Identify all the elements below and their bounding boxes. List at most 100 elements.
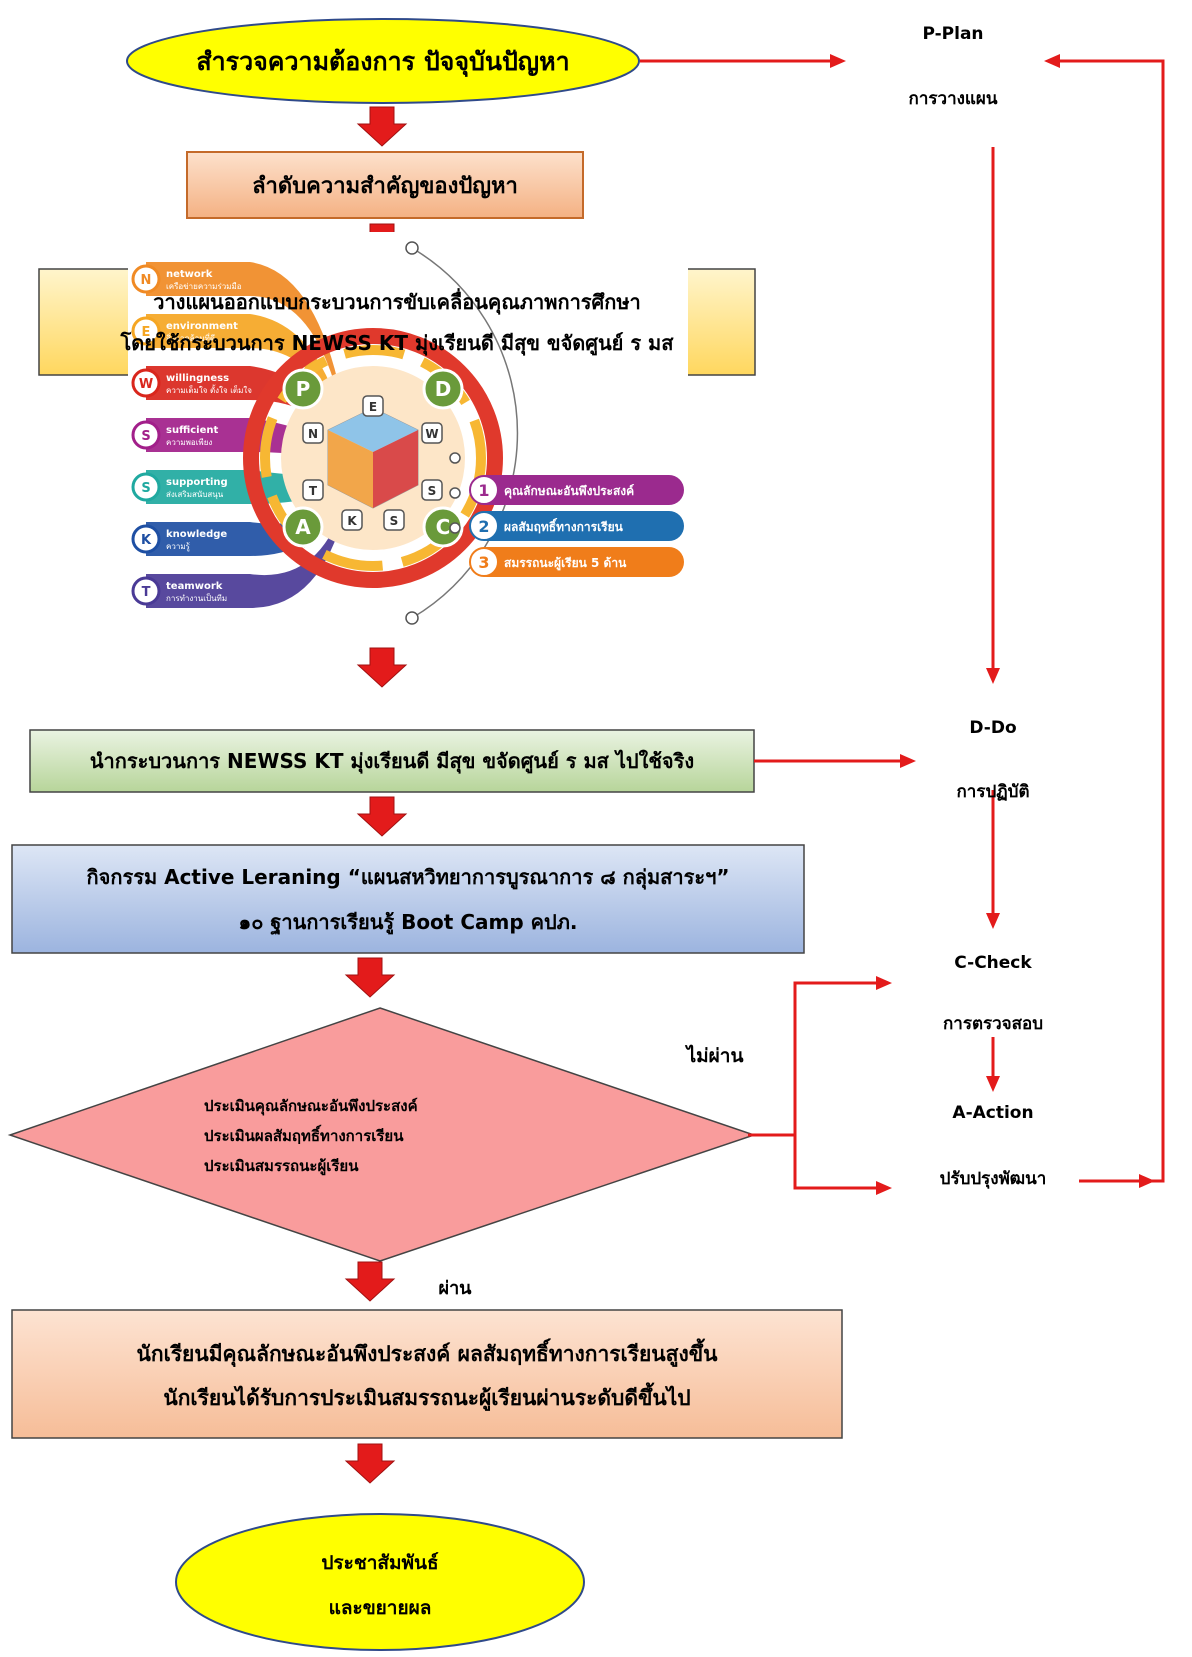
svg-text:P: P xyxy=(296,377,311,401)
cycle-letter-badge: D xyxy=(422,368,464,410)
implement-text: นำกระบวนการ NEWSS KT มุ่งเรียนดี มีสุข ข… xyxy=(90,749,694,775)
decision-text-line2: ประเมินผลสัมฤทธิ์ทางการเรียน xyxy=(204,1124,404,1145)
end-text-line1: ประชาสัมพันธ์ xyxy=(321,1552,438,1574)
cycle-letter-badge: C xyxy=(422,506,464,548)
svg-text:1: 1 xyxy=(478,481,489,500)
activity-text-line1: กิจกรรม Active Leraning “แผนสหวิทยาการบู… xyxy=(87,865,730,891)
inner-letters: N E W S S K T xyxy=(302,395,443,531)
inner-letter-badge: E xyxy=(362,395,384,417)
down-arrow-5 xyxy=(356,796,408,837)
model-left-letter: S xyxy=(141,481,150,496)
model-left-thai: สิ่งแวดล้อมที่ดี xyxy=(166,332,215,343)
down-arrow-4 xyxy=(356,647,408,688)
svg-text:3: 3 xyxy=(478,553,489,572)
down-arrow-8 xyxy=(344,1443,396,1484)
model-left-thai: การทำงานเป็นทีม xyxy=(166,593,227,603)
model-left-letter: W xyxy=(139,377,153,392)
model-left-word: sufficient xyxy=(166,425,218,436)
pdca-check-code: C-Check xyxy=(954,953,1032,973)
priority-box xyxy=(186,151,584,219)
right-pills: 1 คุณลักษณะอันพึงประสงค์ 2 ผลสัมฤทธิ์ทางการ… xyxy=(469,475,684,577)
fail-label: ไม่ผ่าน xyxy=(685,1044,744,1067)
pass-label: ผ่าน xyxy=(439,1278,473,1299)
pdca-check-thai: การตรวจสอบ xyxy=(943,1014,1043,1034)
priority-text: ลำดับความสำคัญของปัญหา xyxy=(252,174,518,199)
inner-letter-badge: S xyxy=(421,479,443,501)
action-to-plan-loop xyxy=(1079,59,1165,1183)
model-left-letter: N xyxy=(141,273,152,288)
decision-text-line1: ประเมินคุณลักษณะอันพึงประสงค์ xyxy=(204,1097,418,1116)
activity-text-line2: ๑๐ ฐานการเรียนรู้ Boot Camp คปภ. xyxy=(239,910,578,936)
model-left-letter: T xyxy=(142,585,151,600)
model-left-word: willingness xyxy=(166,373,229,384)
decision-text-line3: ประเมินสมรรถนะผู้เรียน xyxy=(204,1157,359,1176)
svg-text:W: W xyxy=(425,427,438,441)
pdca-plan-code: P-Plan xyxy=(922,24,983,44)
inner-letter-badge: N xyxy=(302,422,324,444)
fail-branch-line xyxy=(748,981,878,1137)
implement-box xyxy=(29,729,755,793)
model-left-word: environment xyxy=(166,321,238,332)
down-arrow-1 xyxy=(356,106,408,147)
inner-letter-badge: K xyxy=(341,509,363,531)
cycle-ring-inner xyxy=(260,345,486,571)
result-text-line1: นักเรียนมีคุณลักษณะอันพึงประสงค์ ผลสัมฤท… xyxy=(137,1338,719,1368)
decision-diamond xyxy=(7,1007,757,1262)
model-left-thai: ความรู้ xyxy=(166,542,191,552)
svg-text:A: A xyxy=(295,515,311,539)
svg-text:K: K xyxy=(347,514,357,528)
start-oval xyxy=(126,18,640,104)
svg-text:S: S xyxy=(390,514,399,528)
cycle-ring xyxy=(243,328,503,588)
model-right-pill: 2 ผลสัมฤทธิ์ทางการเรียน xyxy=(469,511,684,541)
model-left-letter: K xyxy=(141,533,152,548)
inner-letter-badge: S xyxy=(383,509,405,531)
svg-text:N: N xyxy=(308,427,318,441)
model-left-word: teamwork xyxy=(166,581,223,592)
model-left-letter: S xyxy=(141,429,150,444)
pdca-do-thai: การปฏิบัติ xyxy=(956,782,1029,802)
down-arrow-6 xyxy=(344,957,396,998)
pdca-do-code: D-Do xyxy=(969,718,1016,738)
arrowheads xyxy=(830,54,1155,1195)
svg-text:สมรรถนะผู้เรียน 5 ด้าน: สมรรถนะผู้เรียน 5 ด้าน xyxy=(504,556,627,571)
svg-text:2: 2 xyxy=(478,517,489,536)
model-left-word: network xyxy=(166,269,213,280)
model-left-thai: ส่งเสริมสนับสนุน xyxy=(166,490,224,499)
svg-text:E: E xyxy=(369,400,377,414)
svg-text:T: T xyxy=(309,484,318,498)
fail-branch-line-lower xyxy=(793,1135,878,1190)
inner-letter-badge: T xyxy=(302,479,324,501)
svg-text:D: D xyxy=(435,377,452,401)
connector-lines xyxy=(640,59,1165,1190)
end-oval xyxy=(175,1513,585,1651)
pdca-action-code: A-Action xyxy=(952,1103,1033,1123)
activity-box xyxy=(11,844,805,954)
model-left-thai: ความเต็มใจ ตั้งใจ เต็มใจ xyxy=(166,384,252,395)
end-text-line2: และขยายผล xyxy=(329,1597,432,1619)
cycle-letter-badge: A xyxy=(282,506,324,548)
inner-letter-badge: W xyxy=(421,422,443,444)
model-left-word: supporting xyxy=(166,477,228,488)
start-text: สำรวจความต้องการ ปัจจุบันปัญหา xyxy=(196,47,569,78)
right-arc xyxy=(411,247,519,619)
svg-text:S: S xyxy=(428,484,437,498)
cycle-letter-badge: P xyxy=(282,368,324,410)
model-right-pill: 3 สมรรถนะผู้เรียน 5 ด้าน xyxy=(469,547,684,577)
plan-text-line1: วางแผนออกแบบกระบวนการขับเคลื่อนคุณภาพการ… xyxy=(153,287,641,315)
svg-text:คุณลักษณะอันพึงประสงค์: คุณลักษณะอันพึงประสงค์ xyxy=(504,484,634,499)
result-box xyxy=(11,1309,843,1439)
model-left-letter: E xyxy=(142,325,151,340)
model-left-thai: ความพอเพียง xyxy=(166,438,212,447)
svg-text:C: C xyxy=(436,515,451,539)
pdca-plan-thai: การวางแผน xyxy=(909,89,998,109)
plan-text-line2: โดยใช้กระบวนการ NEWSS KT มุ่งเรียนดี มีส… xyxy=(120,331,675,357)
svg-text:ผลสัมฤทธิ์ทางการเรียน: ผลสัมฤทธิ์ทางการเรียน xyxy=(504,518,624,534)
down-arrow-7 xyxy=(344,1261,396,1302)
